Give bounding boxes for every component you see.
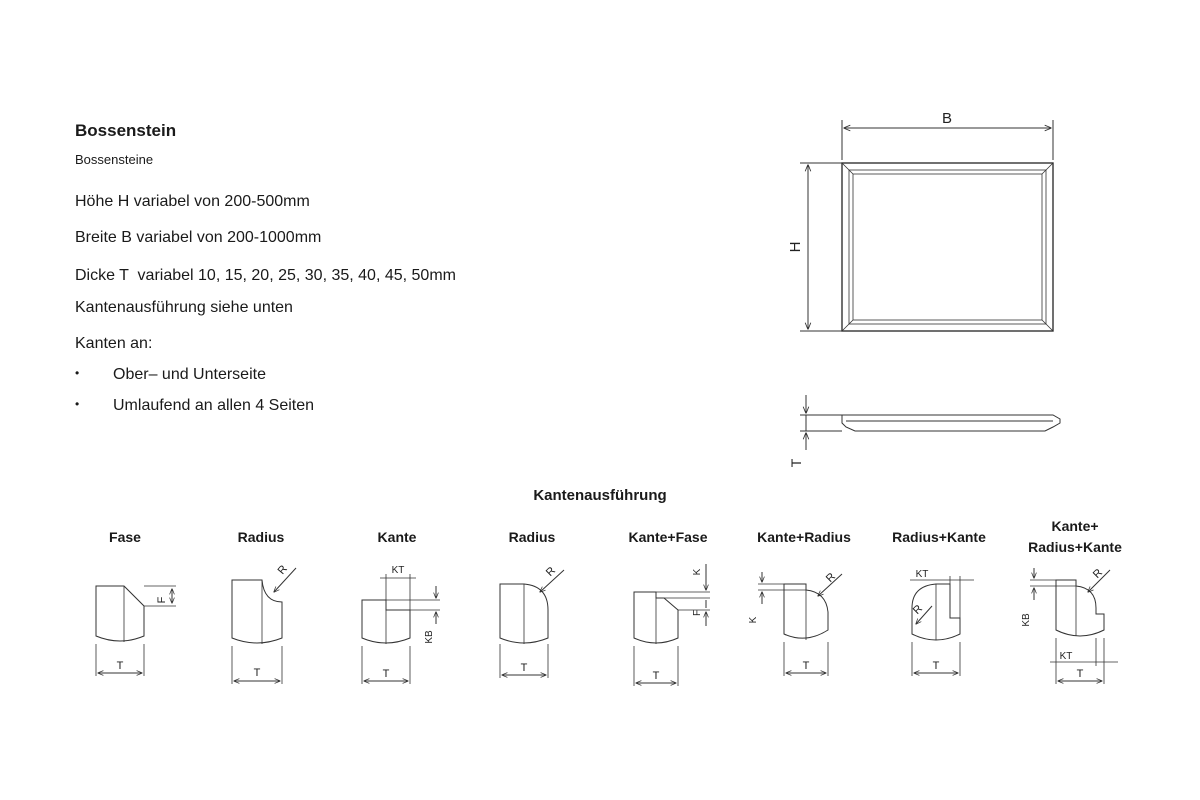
section-title: Kantenausführung (533, 487, 667, 504)
dim-t: T (933, 660, 940, 672)
label-h: H (787, 242, 804, 253)
dim-k: K (748, 616, 759, 623)
page-title: Bossenstein (75, 121, 177, 140)
dim-kt: KT (392, 565, 405, 576)
dim-t: T (803, 660, 810, 672)
profile-kante: KT KB T (361, 565, 440, 684)
dim-r: R (276, 563, 290, 577)
dim-k: K (692, 568, 703, 575)
profile-kante-radius: K R T (748, 571, 843, 676)
dim-kb: KB (424, 630, 435, 644)
dim-t: T (1077, 668, 1084, 680)
bullet-text: Ober– und Unterseite (113, 366, 266, 383)
edge-label-kante-radius-kante: Kante+ Radius+Kante (1000, 516, 1150, 558)
spec-dicke: Dicke T variabel 10, 15, 20, 25, 30, 35,… (75, 267, 456, 284)
dim-kt: KT (1060, 651, 1073, 662)
dimension-b: B (841, 110, 1054, 160)
edge-label-line: Radius+Kante (1028, 539, 1122, 555)
spec-kanten-ausfuehrung: Kantenausführung siehe unten (75, 299, 293, 316)
edge-label-radius-kante: Radius+Kante (892, 529, 986, 545)
dim-t: T (117, 660, 124, 672)
dim-r: R (824, 571, 838, 585)
edge-label-kante-fase: Kante+Fase (628, 529, 708, 545)
dim-r: R (911, 603, 925, 617)
dim-f: F (692, 610, 703, 616)
spec-breite: Breite B variabel von 200-1000mm (75, 229, 322, 246)
stone-drawing: B H T (787, 110, 1061, 467)
profile-kante-fase: K F T (633, 564, 710, 686)
dim-t: T (383, 668, 390, 680)
page-subtitle: Bossensteine (75, 152, 154, 167)
profile-radius-2: R T (499, 565, 565, 678)
edge-label-kante: Kante (377, 529, 417, 545)
edge-label-line: Kante+ (1051, 518, 1099, 534)
dim-kb: KB (1021, 613, 1032, 627)
profile-kante-radius-kante: KB R KT T (1021, 567, 1118, 684)
list-item: • Umlaufend an allen 4 Seiten (75, 397, 314, 415)
edge-label-kante-radius: Kante+Radius (757, 529, 851, 545)
profile-fase: F T (95, 585, 176, 676)
stone-side-view: T (788, 395, 1061, 467)
dim-kt: KT (916, 569, 929, 580)
label-t: T (788, 458, 804, 467)
bullet-marker: • (75, 366, 80, 380)
edge-label-fase: Fase (109, 529, 141, 545)
dim-t: T (653, 670, 660, 682)
dim-t: T (521, 662, 528, 674)
dim-t: T (254, 667, 261, 679)
edge-label-radius: Radius (237, 529, 285, 545)
dim-r: R (1091, 567, 1105, 581)
bullet-marker: • (75, 397, 80, 411)
list-item: • Ober– und Unterseite (75, 366, 266, 384)
bullet-text: Umlaufend an allen 4 Seiten (113, 397, 315, 414)
spec-hoehe: Höhe H variabel von 200-500mm (75, 193, 310, 210)
edge-profiles: F T R T KT K (95, 563, 1118, 686)
label-b: B (942, 110, 952, 127)
spec-kanten-an: Kanten an: (75, 335, 153, 352)
dimension-h: H (787, 162, 842, 332)
profile-radius-kante: KT R T (910, 569, 974, 676)
edge-label-radius-2: Radius (508, 529, 556, 545)
profile-radius: R T (231, 563, 297, 684)
stone-front-view (841, 162, 1054, 332)
dim-f: F (156, 596, 168, 603)
